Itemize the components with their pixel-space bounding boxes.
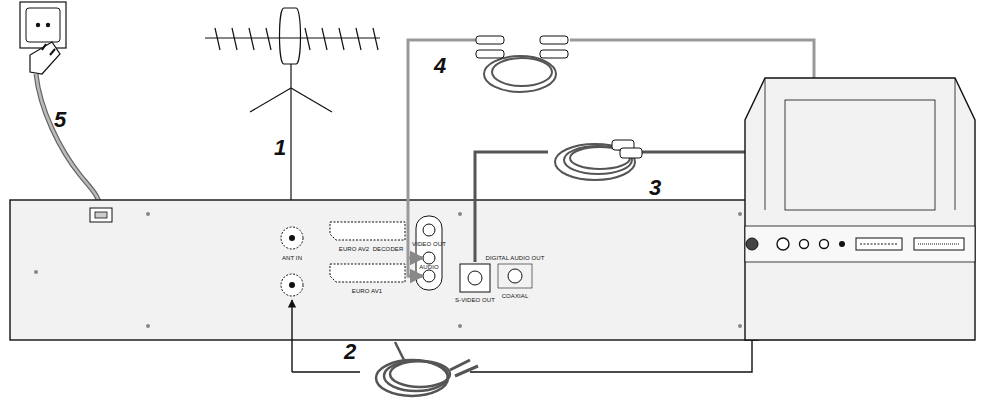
port-label: DECODER — [373, 246, 404, 252]
callout-number: 3 — [649, 177, 661, 199]
port-label: VIDEO OUT — [412, 241, 446, 247]
s-video-cable — [475, 140, 783, 262]
port-label: EURO AV1 — [352, 288, 382, 294]
callout-number: 5 — [54, 109, 66, 131]
callout-number: 1 — [274, 137, 286, 159]
port-label: AUDIO — [419, 264, 439, 270]
rf-cable — [292, 265, 752, 396]
power-plug — [30, 42, 100, 210]
port-label: ANT IN — [282, 255, 302, 261]
dvd-recorder-back-panel — [10, 200, 758, 340]
port-label: EURO AV2 — [339, 246, 369, 252]
wall-socket — [20, 2, 66, 48]
port-label: S-VIDEO OUT — [455, 297, 495, 303]
television-rear — [745, 78, 975, 340]
port-label: DIGITAL AUDIO OUT — [485, 255, 544, 261]
port-label: COAXIAL — [502, 293, 529, 299]
antenna — [205, 8, 380, 226]
callout-number: 2 — [344, 341, 356, 363]
callout-number: 4 — [434, 55, 446, 77]
